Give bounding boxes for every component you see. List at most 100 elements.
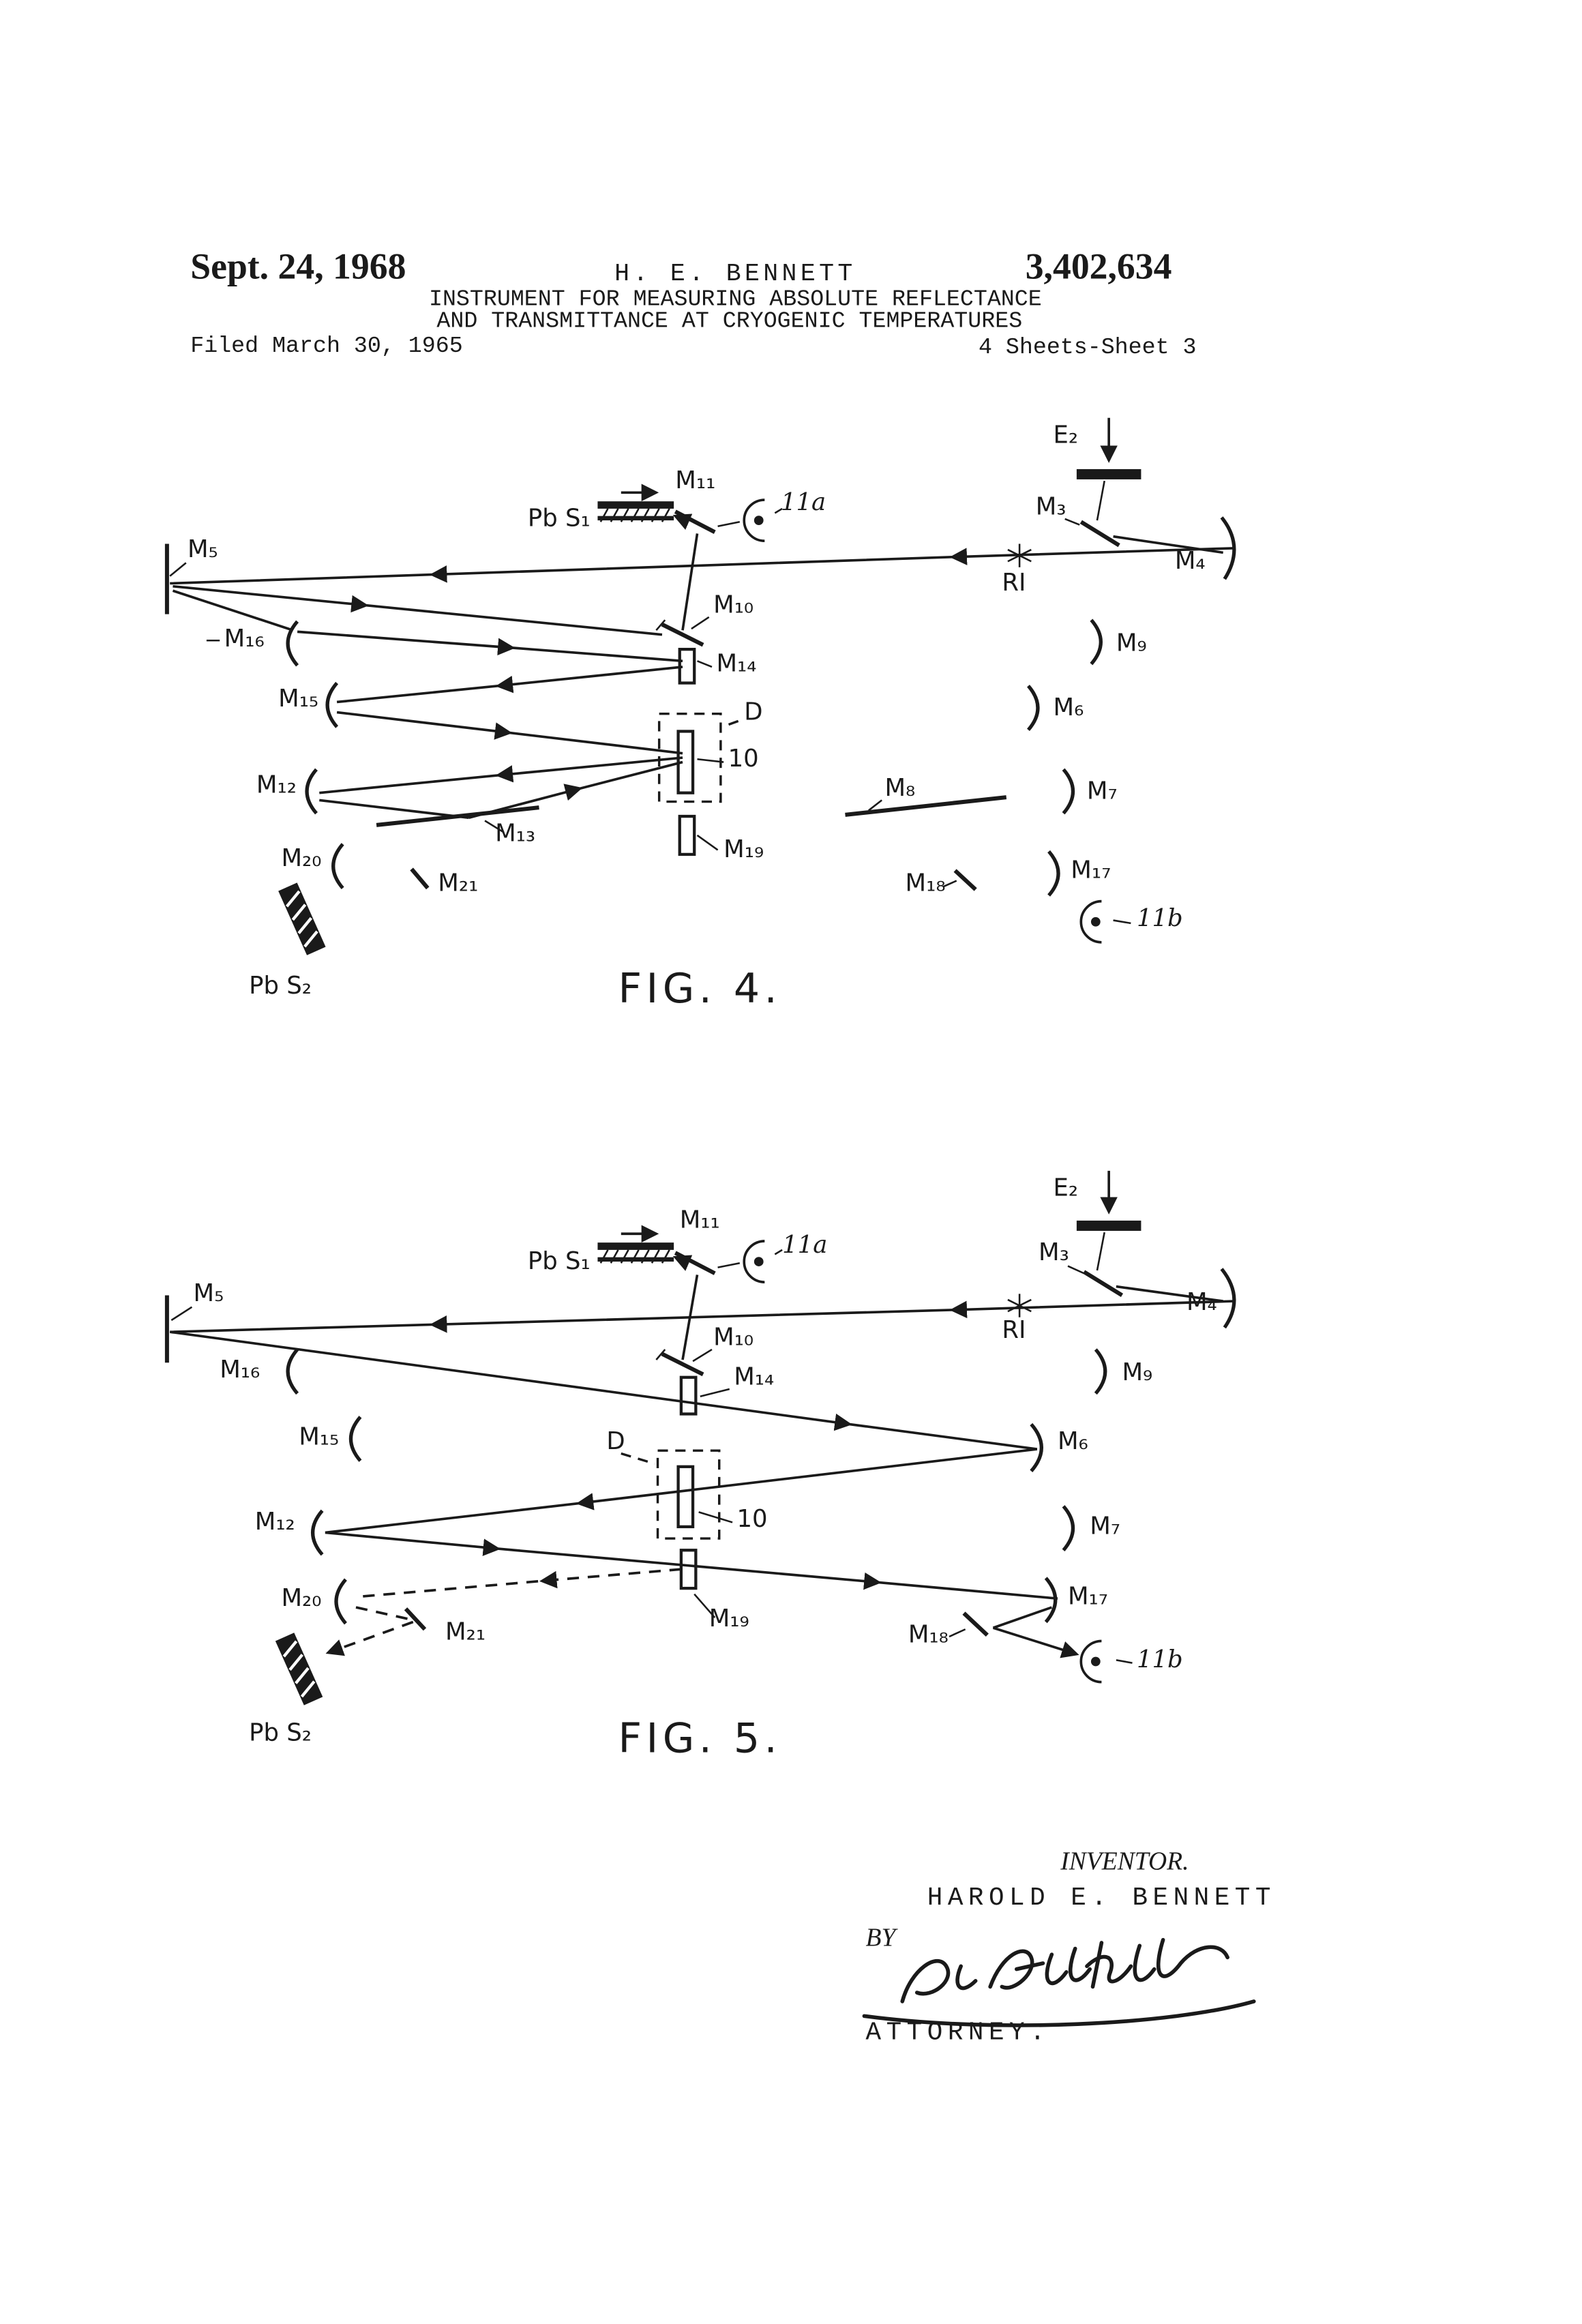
fig4: E₂ M₃ M₄ M₅ RI M₁₁ Pb S₁ 11a M₁₀ M₁₆ M₁₄… bbox=[164, 417, 1236, 1013]
detector-leader bbox=[774, 507, 783, 514]
attorney-signature bbox=[862, 1937, 1256, 2027]
fig5-m5-leader bbox=[170, 1306, 193, 1322]
sheet-number: 4 Sheets-Sheet 3 bbox=[979, 334, 1197, 360]
fig4-mirror-m11 bbox=[674, 509, 716, 534]
fig5-element-m19 bbox=[679, 1549, 698, 1590]
fig4-ray-m12-m13 bbox=[319, 799, 469, 819]
fig4-pbs2-detector bbox=[278, 882, 326, 955]
fig5-label-m19: M₁₉ bbox=[709, 1605, 749, 1633]
by-label: BY bbox=[866, 1924, 899, 1952]
fig4-label-m17: M₁₇ bbox=[1071, 856, 1111, 884]
fig4-ray-m14-m15 bbox=[336, 666, 683, 704]
fig5-detector-11b bbox=[1079, 1639, 1133, 1684]
fig5-ri-asterisk bbox=[1007, 1294, 1032, 1317]
patent-title-line1: INSTRUMENT FOR MEASURING ABSOLUTE REFLEC… bbox=[429, 286, 1042, 312]
fig5-dashed-ray-m19-m20 bbox=[354, 1568, 682, 1598]
pbs2-hatch bbox=[282, 1640, 316, 1698]
detector-dot bbox=[753, 516, 764, 525]
fig5-label-10: 10 bbox=[737, 1505, 768, 1533]
detector-leader bbox=[1113, 919, 1131, 925]
fig4-label-m19: M₁₉ bbox=[723, 835, 764, 863]
fig5-dashed-ray-m21-pbs2 bbox=[325, 1620, 414, 1656]
fig4-ray-m16-m14 bbox=[297, 630, 683, 663]
fig4-label-m16: M₁₆ bbox=[224, 625, 265, 653]
detector-arc bbox=[1079, 1639, 1102, 1684]
fig4-ray-m4-m5 bbox=[170, 547, 1234, 585]
sheet-footer: INVENTOR. HAROLD E. BENNETT BY ATTORNEY. bbox=[862, 1848, 1270, 2048]
detector-dot bbox=[753, 1257, 764, 1266]
fig4-label-m11: M₁₁ bbox=[675, 466, 715, 494]
pbs2-bar bbox=[275, 1633, 323, 1705]
fig4-label-m9: M₉ bbox=[1116, 629, 1147, 657]
fig5-mirror-m15 bbox=[349, 1416, 362, 1462]
fig4-label-m10: M₁₀ bbox=[713, 591, 753, 619]
fig4-mirror-m3 bbox=[1079, 520, 1120, 548]
fig5-d-leader bbox=[621, 1452, 655, 1465]
fig4-caption: FIG. 4. bbox=[618, 965, 782, 1013]
fig5-sample-10 bbox=[676, 1465, 695, 1529]
fig5-mirror-m20 bbox=[334, 1578, 347, 1625]
patent-title-line2: AND TRANSMITTANCE AT CRYOGENIC TEMPERATU… bbox=[436, 308, 1022, 334]
fig5-mirror-m21 bbox=[404, 1607, 427, 1631]
fig4-label-m15: M₁₅ bbox=[278, 685, 318, 713]
fig4-label-m4: M₄ bbox=[1175, 547, 1206, 575]
fig4-ray-sample-m12 bbox=[319, 756, 683, 794]
fig4-ray-m15-sample bbox=[336, 711, 683, 755]
patent-author: H. E. BENNETT bbox=[614, 260, 856, 288]
fig4-label-m7: M₇ bbox=[1087, 777, 1118, 805]
fig4-ray-m10-m11 bbox=[681, 533, 699, 631]
fig5-mirror-m9 bbox=[1094, 1348, 1107, 1395]
fig5-ray-m6-m12 bbox=[325, 1448, 1038, 1534]
fig5-mirror-m4 bbox=[1220, 1268, 1236, 1329]
fig4-slit-to-m3-ray bbox=[1096, 480, 1105, 521]
fig5-label-pbs2: Pb S₂ bbox=[249, 1719, 312, 1747]
fig4-label-e2: E₂ bbox=[1054, 421, 1079, 449]
detector-arc bbox=[1079, 899, 1102, 944]
fig5-label-m5: M₅ bbox=[194, 1279, 224, 1307]
fig5-10-leader bbox=[698, 1511, 733, 1523]
fig5-labels: E₂ M₃ M₄ M₅ RI M₁₁ Pb S₁ 11a M₁₀ M₁₆ M₁₄… bbox=[194, 1174, 1217, 1746]
fig4-m3-leader bbox=[1064, 518, 1080, 526]
pbs2-hatch bbox=[285, 890, 318, 948]
pbs1-bar-top bbox=[597, 1242, 674, 1250]
fig4-mirror-m15 bbox=[325, 681, 339, 728]
fig5-ray-m11-pbs1 bbox=[672, 1255, 693, 1271]
fig5-ray-m5-m6 bbox=[169, 1330, 1038, 1450]
fig4-mirror-m12 bbox=[305, 768, 318, 815]
fig5-mirror-m18 bbox=[962, 1611, 989, 1637]
detector-dot bbox=[1090, 1656, 1101, 1667]
fig4-detector-11a bbox=[743, 498, 783, 543]
fig4-label-m14: M₁₄ bbox=[716, 649, 756, 677]
fig4-label-m13: M₁₃ bbox=[495, 820, 535, 848]
fig5-label-m7: M₇ bbox=[1090, 1513, 1120, 1540]
pbs2-bar bbox=[278, 882, 326, 955]
fig5-label-d: D bbox=[606, 1427, 625, 1455]
fig5-mirror-m12 bbox=[311, 1509, 324, 1556]
filed-date: Filed March 30, 1965 bbox=[190, 333, 462, 359]
fig4-mirror-m20 bbox=[331, 843, 344, 889]
patent-date: Sept. 24, 1968 bbox=[190, 246, 406, 287]
patent-number: 3,402,634 bbox=[1026, 246, 1172, 287]
fig4-ray-m11-pbs1 bbox=[672, 513, 693, 530]
fig4-ray-m5-m16 bbox=[172, 589, 294, 631]
fig4-entrance-slit bbox=[1076, 468, 1141, 479]
fig4-d-leader bbox=[721, 719, 739, 728]
pbs1-bar-bottom bbox=[597, 1257, 674, 1262]
fig5-mirror-m11 bbox=[674, 1251, 716, 1275]
fig4-ray-m5-m10 bbox=[173, 584, 663, 636]
fig4-label-m3: M₃ bbox=[1036, 493, 1066, 521]
fig5-mirror-m7 bbox=[1062, 1505, 1075, 1551]
fig4-label-ri: RI bbox=[1002, 569, 1026, 597]
fig5-element-m14 bbox=[679, 1375, 698, 1416]
detector-dot bbox=[1090, 917, 1101, 927]
fig5-label-m15: M₁₅ bbox=[299, 1423, 339, 1451]
fig4-mirror-m10 bbox=[661, 622, 704, 647]
fig5-label-m20: M₂₀ bbox=[281, 1584, 321, 1612]
fig5-label-11a: 11a bbox=[782, 1231, 827, 1259]
fig4-label-m6: M₆ bbox=[1054, 694, 1084, 721]
fig4-label-m8: M₈ bbox=[884, 774, 915, 802]
fig4-label-m18: M₁₈ bbox=[906, 869, 946, 897]
fig4-mirror-m18 bbox=[953, 869, 977, 891]
